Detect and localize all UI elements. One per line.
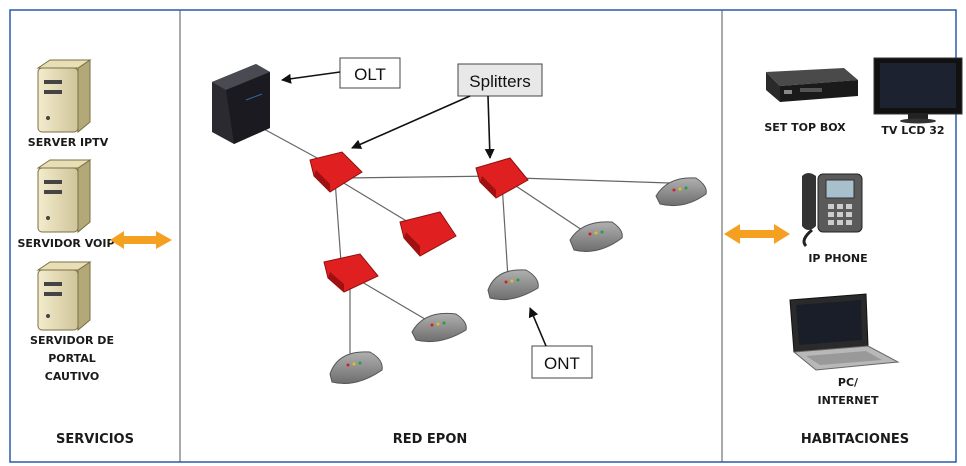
splitter-2-icon xyxy=(475,157,529,199)
pc-label-2: INTERNET xyxy=(817,394,879,407)
splitters-callout-box xyxy=(457,63,543,97)
splitter-1-icon xyxy=(309,151,363,193)
splitter-3-icon xyxy=(399,211,457,257)
server-iptv-label: SERVER IPTV xyxy=(28,136,109,149)
server-portal-label-3: CAUTIVO xyxy=(45,370,99,383)
ont-4-icon xyxy=(411,312,467,343)
ip-phone-icon xyxy=(802,173,863,248)
ip-phone-label: IP PHONE xyxy=(808,252,867,265)
server-iptv-icon xyxy=(36,59,92,134)
ont-1-icon xyxy=(655,177,707,207)
olt-callout-box xyxy=(339,57,401,89)
section-habitaciones: HABITACIONES xyxy=(801,432,909,447)
laptop-icon xyxy=(789,293,900,371)
splitter-4-icon xyxy=(323,253,379,293)
splitters-callout-label: Splitters xyxy=(469,72,530,91)
set-top-box-label: SET TOP BOX xyxy=(764,121,846,134)
tv-icon xyxy=(873,57,963,124)
right-double-arrow-icon xyxy=(724,224,790,244)
section-red-epon: RED EPON xyxy=(393,432,468,447)
section-servicios: SERVICIOS xyxy=(56,432,134,447)
ont-2-icon xyxy=(569,221,623,252)
server-portal-icon xyxy=(36,261,92,332)
pc-label-1: PC/ xyxy=(838,376,859,389)
ont-callout-label: ONT xyxy=(544,354,580,373)
server-voip-icon xyxy=(36,159,92,234)
callout-arrows xyxy=(281,71,547,347)
olt-device-icon xyxy=(212,64,270,144)
server-voip-label: SERVIDOR VOIP xyxy=(17,237,114,250)
ont-5-icon xyxy=(329,351,383,384)
tv-label: TV LCD 32 xyxy=(881,124,944,137)
ont-3-icon xyxy=(487,269,539,301)
server-portal-label-2: PORTAL xyxy=(48,352,96,365)
set-top-box-icon xyxy=(766,68,858,102)
server-portal-label-1: SERVIDOR DE xyxy=(30,334,114,347)
olt-callout-label: OLT xyxy=(354,65,386,84)
ont-callout-box xyxy=(531,345,593,379)
left-double-arrow-icon xyxy=(110,231,172,249)
